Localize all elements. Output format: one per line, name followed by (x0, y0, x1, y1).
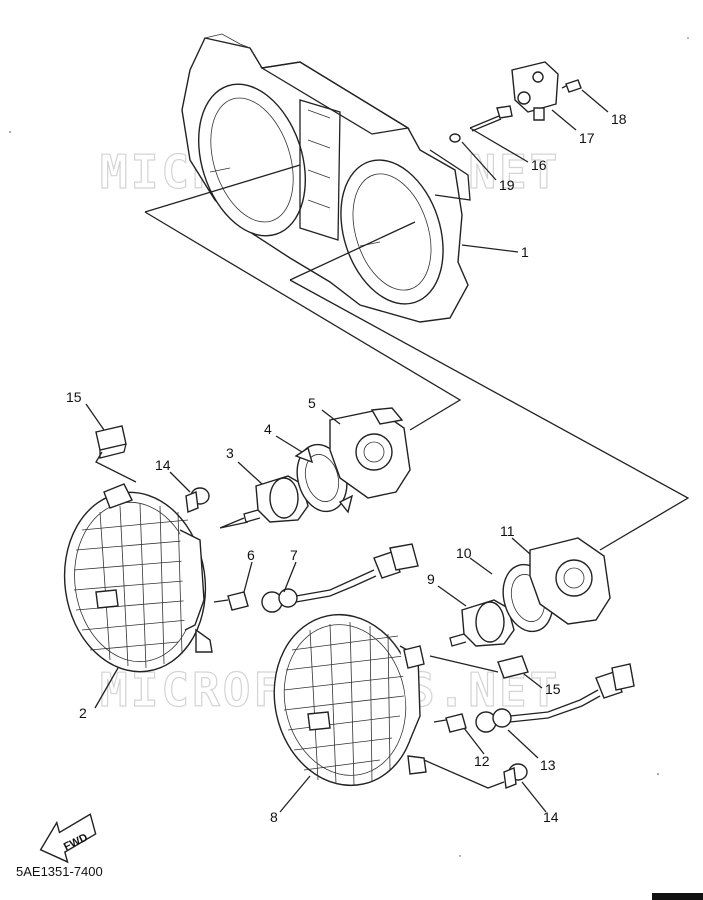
callout-9: 9 (427, 571, 435, 587)
part-16-bolt (469, 105, 513, 132)
corner-mark (652, 893, 703, 900)
callout-15-left: 15 (66, 389, 82, 405)
part-13-right-socket-harness (475, 663, 635, 733)
callout-16: 16 (531, 157, 547, 173)
callout-6: 6 (247, 547, 255, 563)
callout-14-right: 14 (543, 809, 559, 825)
callout-15-right: 15 (545, 681, 561, 697)
assembly-frame-lines (144, 164, 690, 551)
part-7-left-socket-harness (261, 543, 419, 613)
part-5-left-reflector-cover (329, 407, 411, 499)
part-2-left-headlight (63, 483, 213, 673)
callout-8: 8 (270, 809, 278, 825)
callout-5: 5 (308, 395, 316, 411)
right-clip-guide (429, 655, 499, 673)
part-19-o-ring (449, 133, 461, 143)
callout-1: 1 (521, 244, 529, 260)
fwd-arrow-icon: FWD (39, 813, 97, 864)
right-grommet-guide (423, 759, 505, 789)
callout-2: 2 (79, 705, 87, 721)
callout-7: 7 (290, 547, 298, 563)
part-18-screw (561, 79, 582, 93)
part-8-right-headlight (273, 613, 427, 787)
part-3-left-bulb-socket (219, 475, 309, 529)
scan-specks (9, 37, 689, 857)
part-14-left-grommet (185, 487, 210, 513)
callout-13: 13 (540, 757, 556, 773)
callout-12: 12 (474, 753, 490, 769)
callout-14-left: 14 (155, 457, 171, 473)
leader-lines (85, 89, 609, 813)
callout-10: 10 (456, 545, 472, 561)
part-11-right-reflector-cover (529, 537, 611, 625)
part-12-right-small-bulb (433, 713, 467, 733)
part-15-right-clip (497, 655, 529, 679)
callout-4: 4 (264, 421, 272, 437)
callout-3: 3 (226, 445, 234, 461)
part-6-left-small-bulb (213, 591, 249, 611)
callout-18: 18 (611, 111, 627, 127)
part-9-right-bulb-socket (449, 599, 515, 647)
diagram-code: 5AE1351-7400 (16, 864, 103, 879)
callout-19: 19 (499, 177, 515, 193)
callout-11: 11 (500, 523, 515, 539)
callout-17: 17 (579, 130, 595, 146)
part-14-right-grommet (503, 763, 528, 789)
part-1-housing-bracket (181, 33, 471, 323)
left-clip-guide (95, 451, 137, 483)
part-15-left-clip (95, 425, 127, 459)
part-17-clamp (511, 61, 559, 121)
